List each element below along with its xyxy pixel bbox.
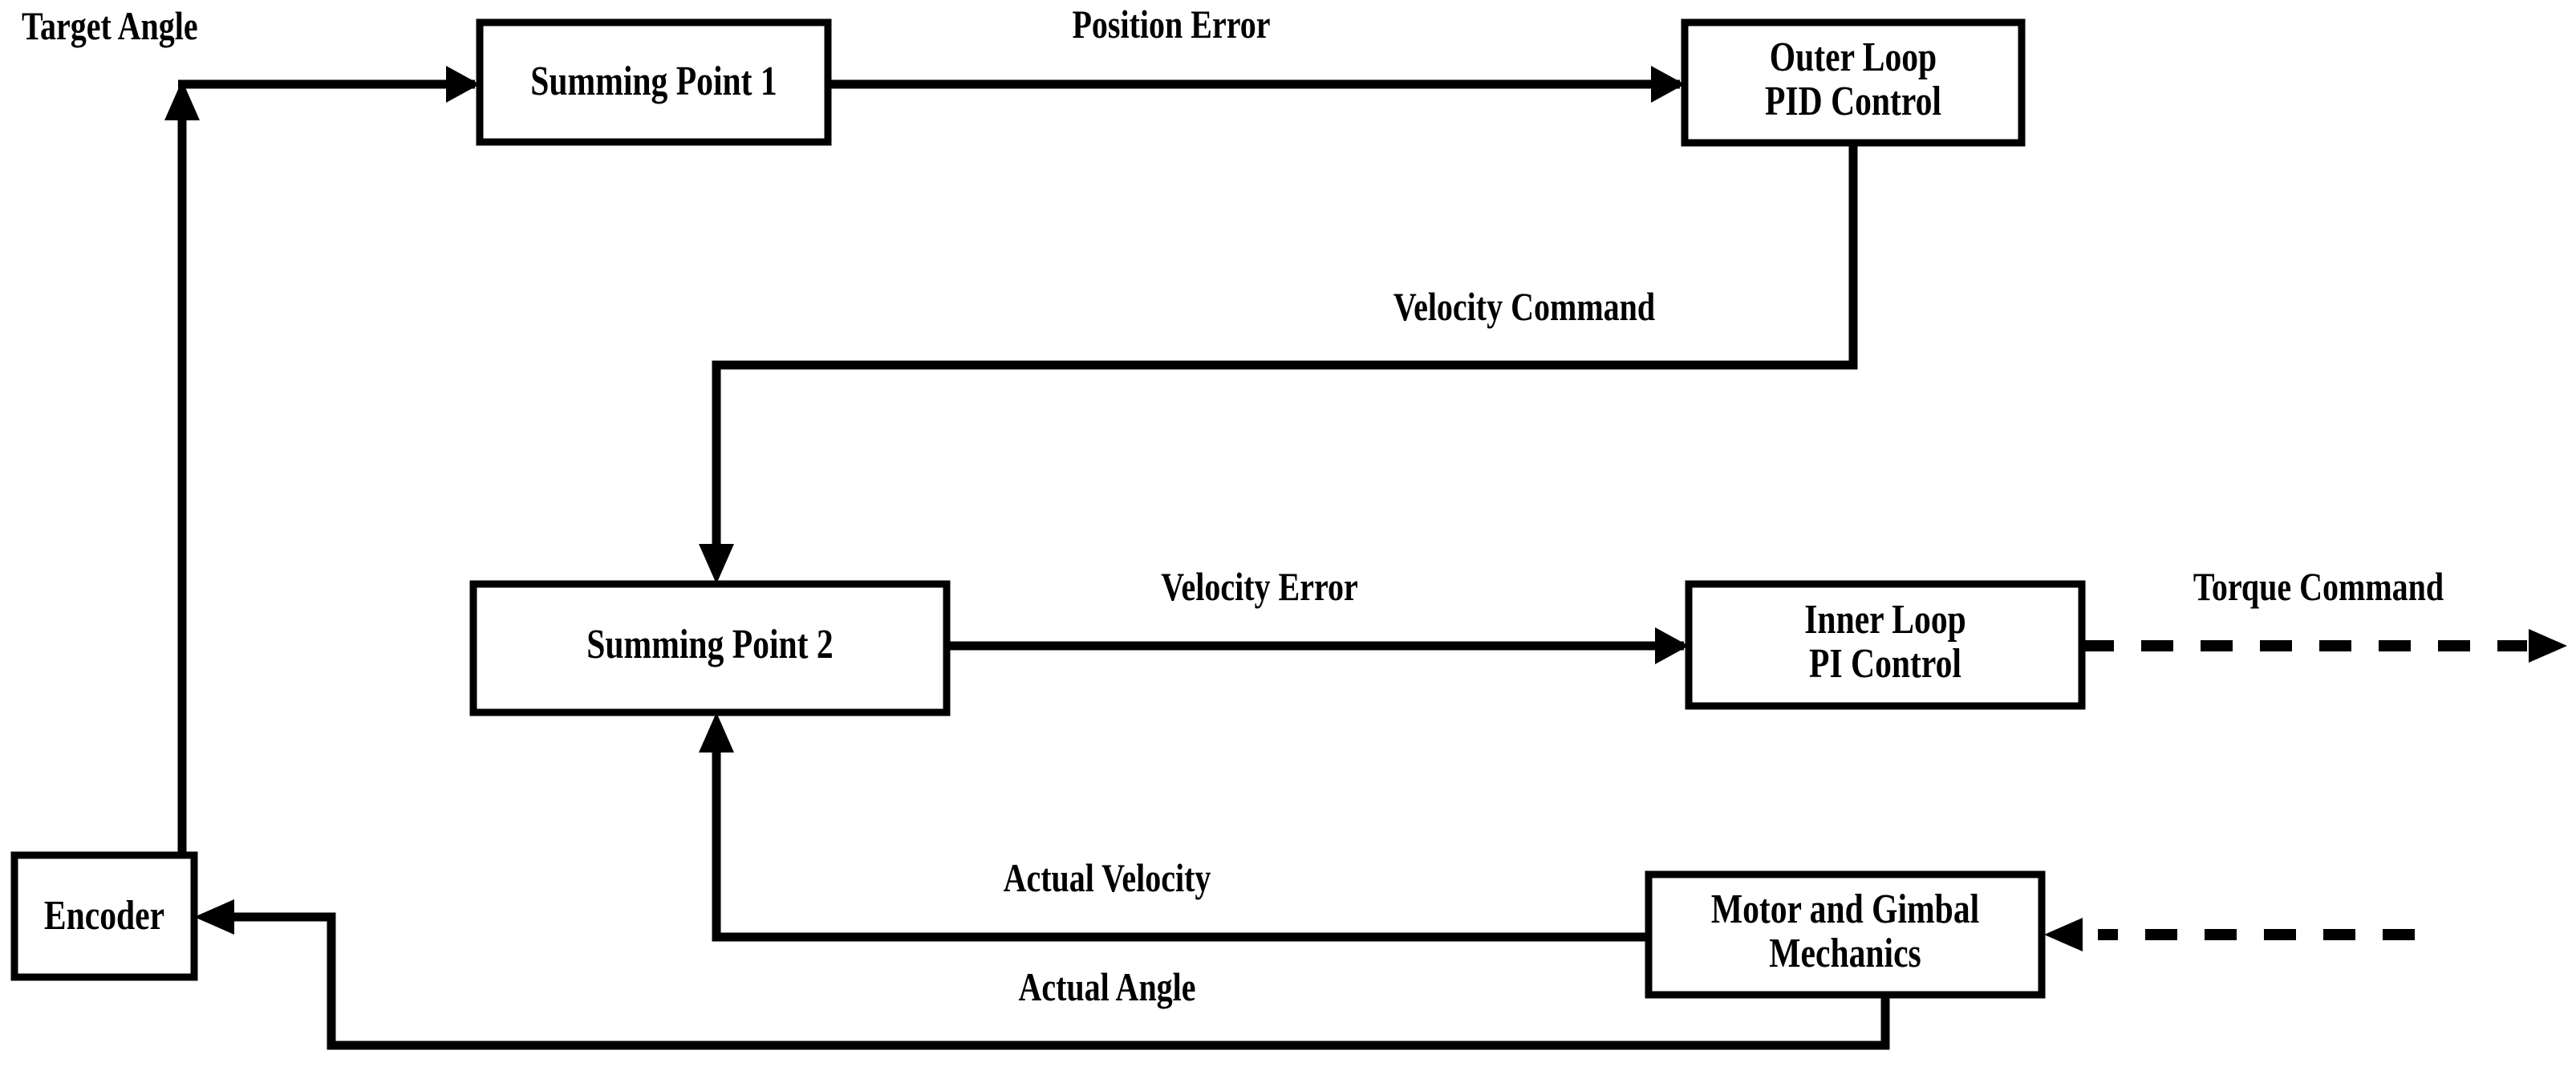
arrowhead-encoder-feedback-up	[164, 80, 200, 120]
block-summing-point-1[interactable]	[476, 18, 832, 146]
connector-velocity-command	[712, 143, 1858, 562]
block-summing-point-2[interactable]	[469, 580, 951, 716]
arrowhead-velocity-error-to-inner-loop	[1655, 627, 1689, 664]
arrowhead-torque-command-out	[2529, 629, 2567, 663]
label-encoder: Encoder	[43, 893, 165, 939]
arrowhead-actual-velocity-to-summing-point-2	[699, 712, 734, 753]
label-summing-point-1: Summing Point 1	[530, 59, 777, 104]
label-inner-loop-pi-control: Inner Loop PI Control	[1804, 597, 1966, 688]
arrowhead-target-angle-to-summing-point-1	[446, 66, 480, 103]
label-actual-angle: Actual Angle	[1018, 964, 1196, 1009]
label-position-error: Position Error	[1072, 2, 1271, 47]
connector-actual-velocity	[712, 753, 1649, 942]
arrowhead-torque-input-to-motor	[2044, 918, 2083, 951]
label-velocity-error: Velocity Error	[1161, 564, 1358, 609]
label-torque-command: Torque Command	[2193, 564, 2444, 609]
block-encoder[interactable]	[10, 851, 198, 981]
arrowhead-position-error-to-outer-loop	[1651, 66, 1685, 103]
label-outer-loop-pid-control: Outer Loop PID Control	[1765, 34, 1941, 125]
label-velocity-command: Velocity Command	[1393, 284, 1656, 329]
arrowhead-velocity-command-to-summing-point-2	[699, 544, 734, 584]
arrowhead-actual-angle-to-encoder	[194, 899, 234, 935]
label-target-angle: Target Angle	[22, 3, 198, 48]
connector-actual-angle	[234, 912, 1890, 1050]
label-summing-point-2: Summing Point 2	[586, 622, 834, 667]
label-motor-and-gimbal-mechanics: Motor and Gimbal Mechanics	[1710, 886, 1980, 977]
label-actual-velocity: Actual Velocity	[1003, 855, 1211, 900]
